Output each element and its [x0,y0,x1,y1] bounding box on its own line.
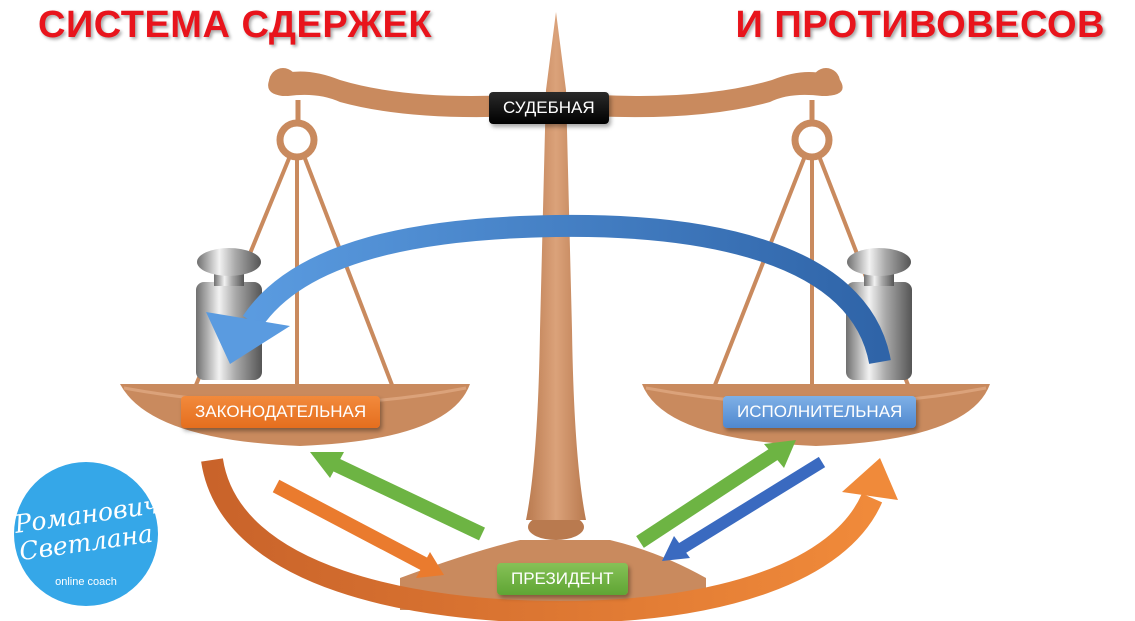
arrow-executive-to-president [662,456,826,561]
arrow-executive-to-legislative [242,214,891,365]
hanger-ring-right [791,119,833,161]
brand-logo: Романович Светлана online coach [13,462,161,606]
beam-end-left [269,68,297,96]
hanger-ring-left [276,119,318,161]
label-legislative: ЗАКОНОДАТЕЛЬНАЯ [181,396,381,428]
arrow-president-to-executive [636,440,796,548]
arrow-head-blue [206,312,290,364]
arrow-head-orange-arc [842,458,898,500]
logo-tagline: online coach [55,576,117,588]
title-left: СИСТЕМА СДЕРЖЕК [38,4,433,46]
scale-base-knob [528,514,584,540]
arrow-legislative-to-president [272,479,444,578]
beam-end-right [812,68,840,96]
label-president: ПРЕЗИДЕНТ [497,563,628,595]
label-executive: ИСПОЛНИТЕЛЬНАЯ [723,396,917,428]
label-judicial: СУДЕБНАЯ [489,92,609,124]
scale-pillar [526,12,586,520]
arrow-legislative-to-executive [201,457,883,621]
arrow-president-to-legislative [310,452,485,541]
title-right: И ПРОТИВОВЕСОВ [735,4,1105,46]
